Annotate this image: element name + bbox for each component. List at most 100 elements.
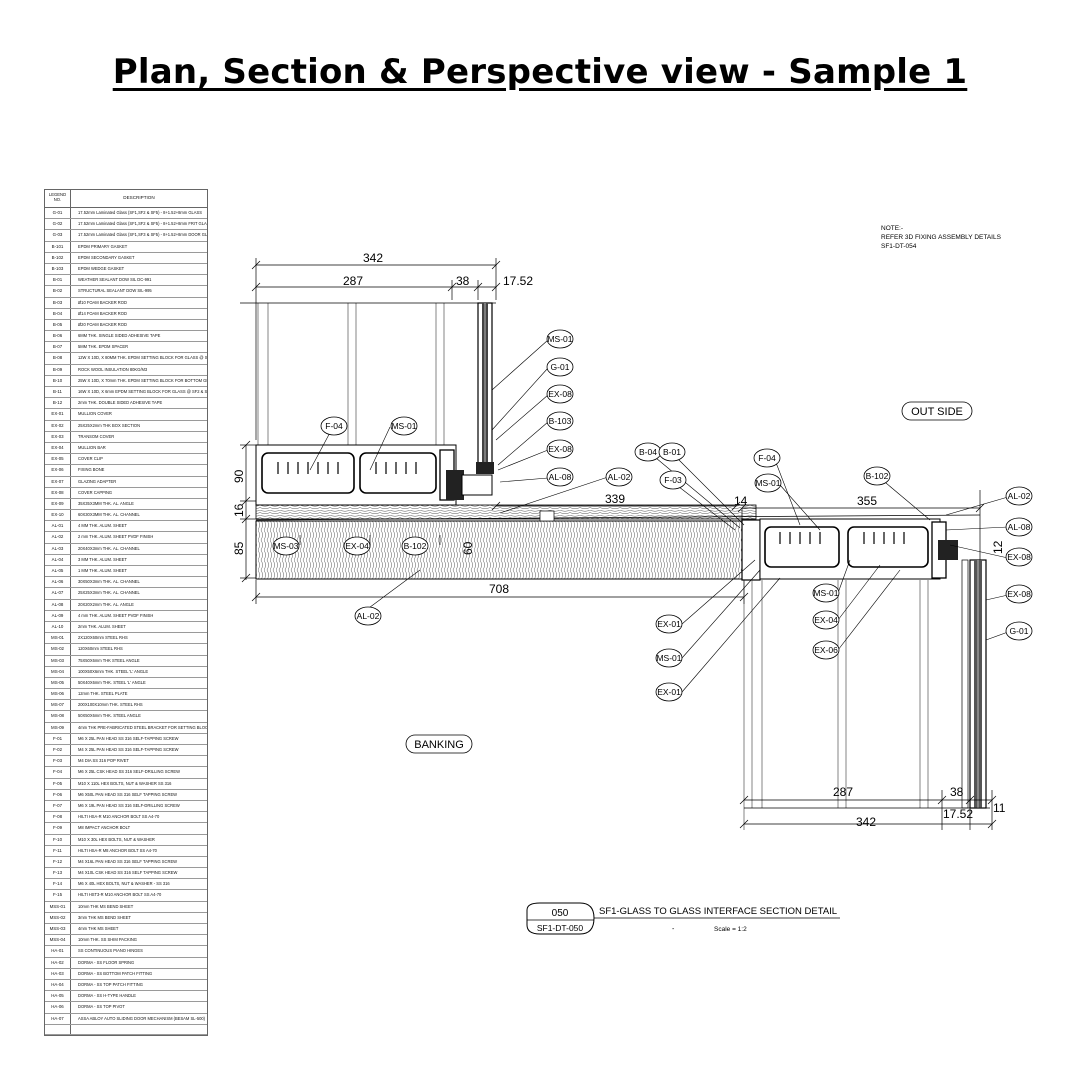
legend-header-no: LEGEND NO. <box>45 190 71 207</box>
legend-description: 12W X 10D, X 80MM THK. EPDM SETTING BLOC… <box>78 355 207 361</box>
legend-code: B-06 <box>45 331 71 342</box>
callout-label: MS-01 <box>755 478 780 488</box>
legend-description: 17.52mm Laminated Glass (SF1,SF2 & SF5) … <box>78 221 207 227</box>
callout-label: MS-01 <box>813 588 838 598</box>
callout-ms01-a: MS-01 <box>546 329 574 349</box>
dim-v-60: 60 <box>461 541 475 555</box>
legend-code: MS-07 <box>45 700 71 711</box>
note-line-2: REFER 3D FIXING ASSEMBLY DETAILS <box>881 234 1002 241</box>
legend-description: M6 X 25L CSK HEAD SS 316 SELF-DRILLING S… <box>78 769 180 775</box>
legend-code: B-08 <box>45 353 71 364</box>
callout-b04: B-04 <box>634 442 662 462</box>
legend-description: EPDM PRIMARY GASKET <box>78 243 128 249</box>
legend-code: F-10 <box>45 834 71 845</box>
legend-code: AL-02 <box>45 532 71 543</box>
legend-code: MS-09 <box>45 722 71 733</box>
legend-code: HA-06 <box>45 1002 71 1013</box>
dim-top-1752: 17.52 <box>503 274 533 288</box>
dim-14: 14 <box>734 494 748 508</box>
legend-code: MSS-04 <box>45 935 71 946</box>
legend-description: 3 MM THK. ALUM. SHEET <box>78 556 127 562</box>
glass-panel-top <box>476 302 494 474</box>
legend-description: 17.52mm Laminated Glass (SF1,SF2 & SF5) … <box>78 210 203 215</box>
legend-code: F-02 <box>45 745 71 756</box>
legend-code: B-07 <box>45 342 71 353</box>
legend-row: B-103 EPDM WEDGE GASKET <box>45 263 207 276</box>
legend-description: 25W X 10D, X 70mm THK. EPDM SETTING BLOC… <box>78 377 207 383</box>
legend-description: 4mm THK MS SHEET <box>78 926 119 931</box>
callout-label: EX-08 <box>548 444 572 454</box>
legend-description: 100X50X6mm THK. STEEL 'L' ANGLE <box>78 668 149 674</box>
legend-code: F-08 <box>45 812 71 823</box>
dim-708: 708 <box>489 582 509 596</box>
callout-ex04-b: EX-04 <box>812 610 840 630</box>
legend-description: 60X30X3MM THK. AL. CHANNEL <box>78 512 140 518</box>
legend-description: Ø14 FOAM BACKER ROD <box>78 310 127 316</box>
legend-code: EX-01 <box>45 409 71 420</box>
callout-ms01-c: MS-01 <box>754 473 782 493</box>
legend-code: HA-07 <box>45 1013 71 1024</box>
legend-code: F-15 <box>45 890 71 901</box>
legend-code: F-04 <box>45 767 71 778</box>
legend-description: M10 X 110L HEX BOLTS, NUT & WASHER SS 31… <box>78 780 172 786</box>
callout-label: MS-01 <box>656 653 681 663</box>
legend-code: MS-05 <box>45 677 71 689</box>
callout-ms01-b: MS-01 <box>390 416 418 436</box>
legend-code: F-03 <box>45 756 71 767</box>
legend-description: Ø20 FOAM BACKER ROD <box>78 321 127 327</box>
callout-b102-b: B-102 <box>401 536 429 556</box>
legend-row: HA-03 DORMA - SS BOTTOM PATCH FITTING <box>45 968 207 980</box>
legend-code: HA-03 <box>45 968 71 979</box>
legend-code: AL-05 <box>45 566 71 577</box>
legend-code: G-03 <box>45 230 71 241</box>
legend-code: F-14 <box>45 879 71 890</box>
legend-description: DORMA - SS FLOOR SPRING <box>78 959 135 965</box>
dim-339: 339 <box>605 492 625 506</box>
legend-row: B-08 12W X 10D, X 80MM THK. EPDM SETTING … <box>45 353 207 365</box>
callout-label: EX-06 <box>814 645 838 655</box>
legend-description: 20X40X3mm THK. AL. CHANNEL <box>78 545 140 551</box>
legend-description: COVER CLIP <box>78 456 103 462</box>
legend-description: EPDM WEDGE GASKET <box>78 265 125 271</box>
legend-code: B-103 <box>45 263 71 275</box>
zone-banking-label: BANKING <box>414 739 464 751</box>
legend-description: GLAZING ADAPTER <box>78 478 117 484</box>
legend-description: HILTI HSA-R M10 ANCHOR BOLT SS A4-70 <box>78 814 160 820</box>
legend-description: DORMA - SS BOTTOM PATCH FITTING <box>78 970 153 976</box>
dim-top-342: 342 <box>363 251 383 265</box>
legend-description: 12mm THK. STEEL PLATE <box>78 691 128 697</box>
legend-code: EX-03 <box>45 431 71 442</box>
legend-code: AL-08 <box>45 599 71 610</box>
legend-description: ASSA ABLOY AUTO SLIDING DOOR MECHANISM (… <box>78 1015 206 1021</box>
legend-description: 5MM THK. EPDM SPACER <box>78 344 129 350</box>
legend-description: 25X25X2mm THK BOX SECTION <box>78 422 141 428</box>
legend-row: HA-07 ASSA ABLOY AUTO SLIDING DOOR MECHAN… <box>45 1013 207 1025</box>
legend-description: WEATHER SEALANT DOW SIL DC-991 <box>78 277 152 283</box>
legend-description: SS CONTINUOUS PIANO HINGES <box>78 948 143 954</box>
legend-description: 2mm THK. DOUBLE SIDED ADHESIVE TAPE <box>78 400 163 406</box>
glass-panel-right <box>961 559 987 809</box>
